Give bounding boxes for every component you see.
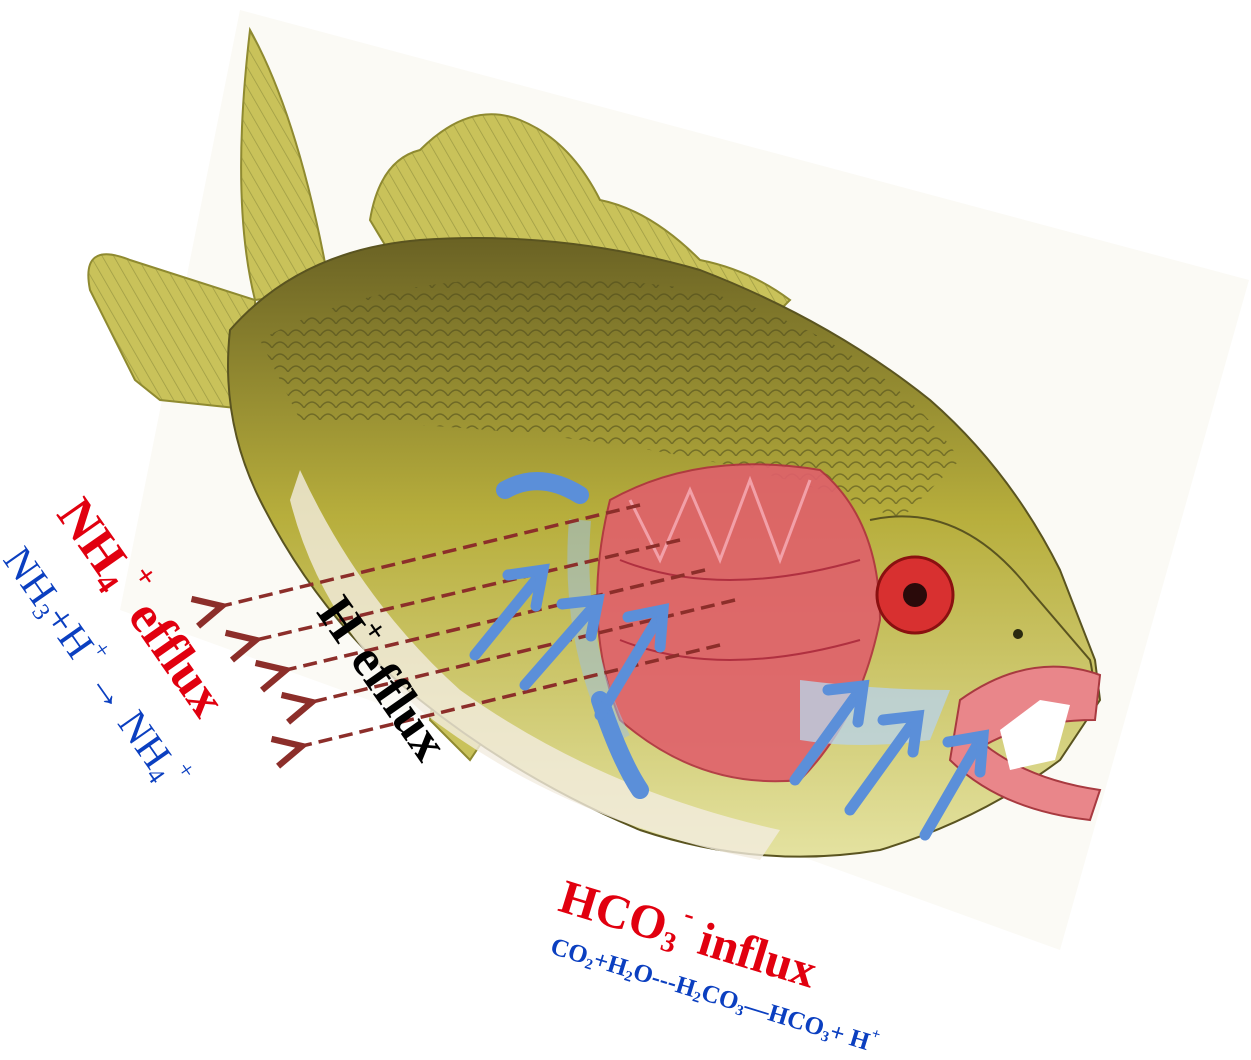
fish-gill-ion-exchange-diagram: NH4+ efflux NH3+H+ → NH4+ H+efflux HCO3-… xyxy=(0,0,1251,1047)
